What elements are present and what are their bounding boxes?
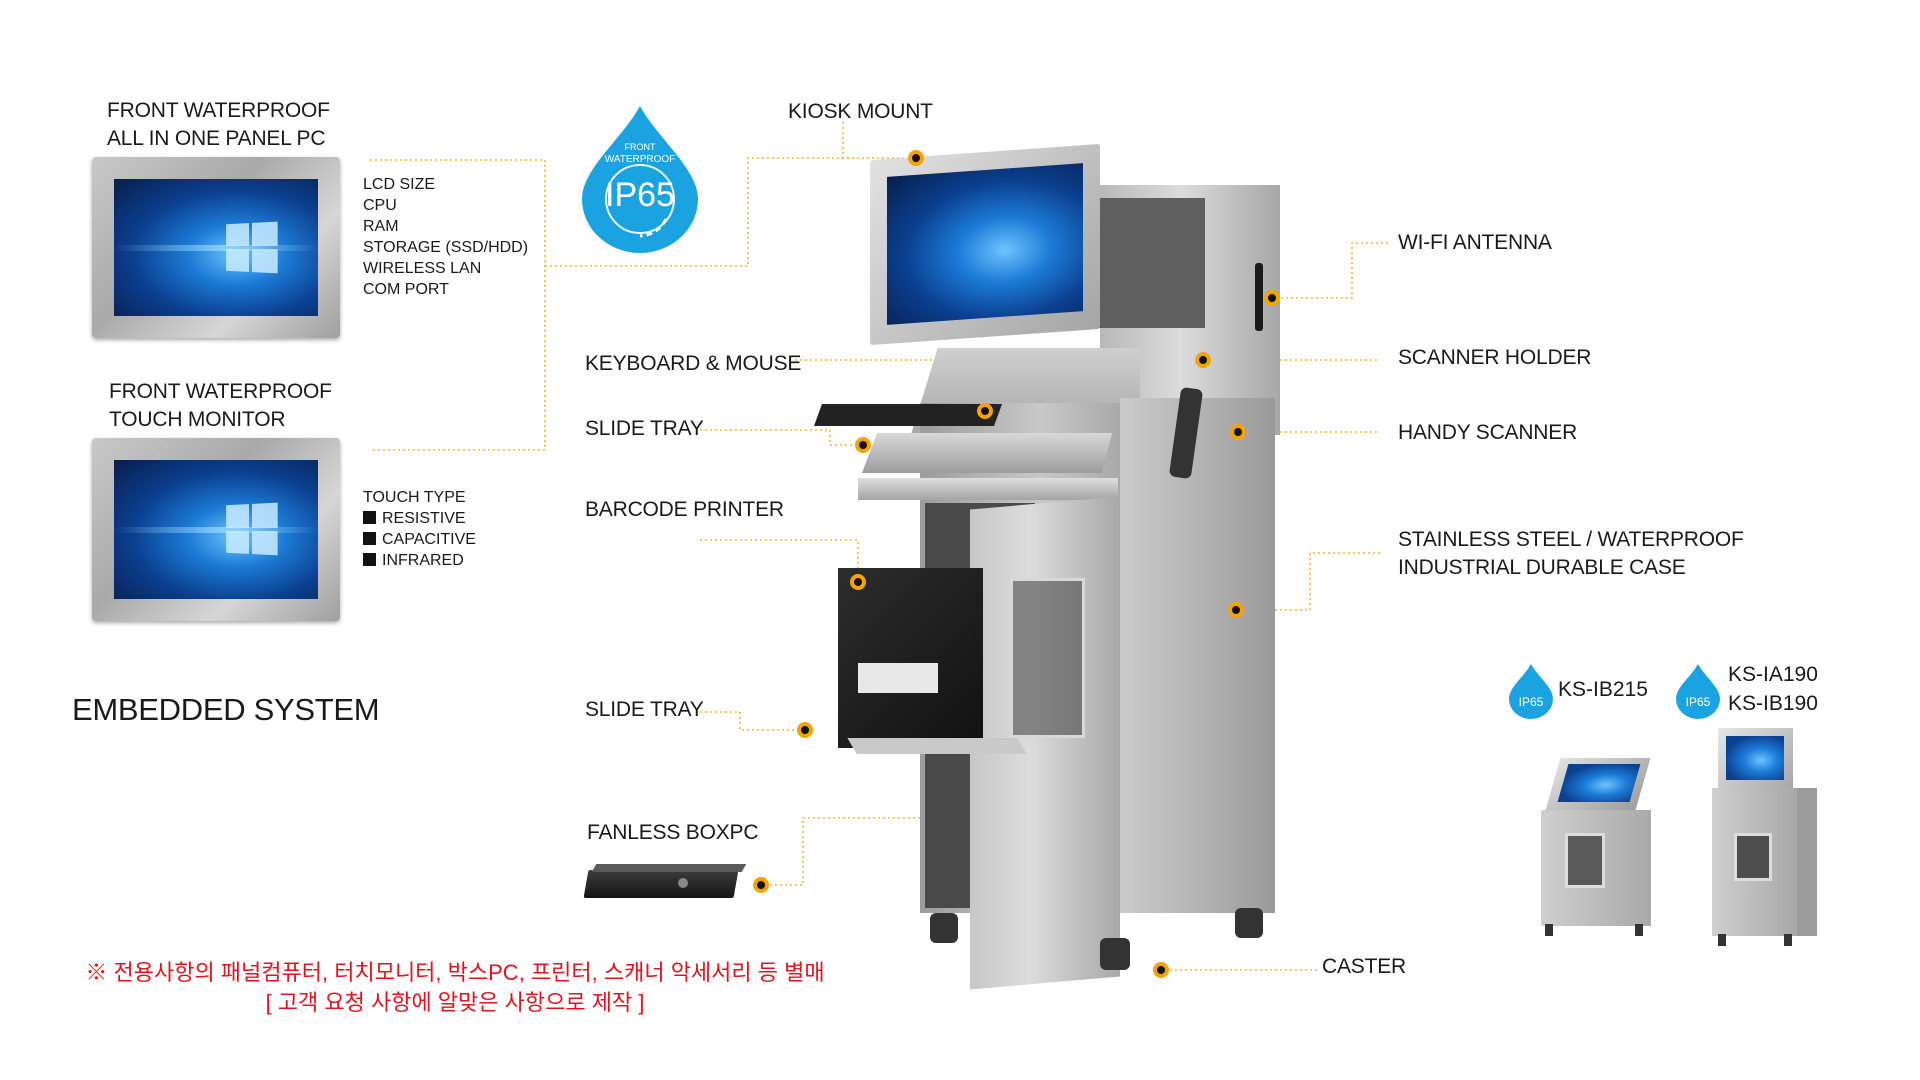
caster-label: CASTER <box>1322 955 1406 978</box>
embedded-system-heading: EMBEDDED SYSTEM <box>72 692 380 727</box>
model-2-ip65-badge-icon: IP65 <box>1676 664 1720 719</box>
square-bullet-icon <box>363 553 376 566</box>
case-label-line2: INDUSTRIAL DURABLE CASE <box>1398 556 1686 580</box>
fanless-boxpc-label: FANLESS BOXPC <box>587 821 759 844</box>
touch-monitor-title: FRONT WATERPROOF TOUCH MONITOR <box>109 378 332 435</box>
callout-dot-scanner-holder <box>1195 352 1211 368</box>
callout-dot-barcode-printer <box>850 574 866 590</box>
touch-monitor-title-line1: FRONT WATERPROOF <box>109 380 332 403</box>
svg-text:IP65: IP65 <box>1686 695 1711 709</box>
square-bullet-icon <box>363 532 376 545</box>
kiosk-mount-label: KIOSK MOUNT <box>788 100 933 123</box>
spec-com-port: COM PORT <box>363 281 449 298</box>
spec-wireless-lan: WIRELESS LAN <box>363 260 482 277</box>
model-1-kiosk-image <box>1535 758 1655 938</box>
ip65-badge-icon: FRONT WATERPROOF IP65 <box>582 106 698 253</box>
wifi-antenna-label: WI-FI ANTENNA <box>1398 231 1552 254</box>
touch-type-title: TOUCH TYPE <box>363 489 466 506</box>
callout-dot-kiosk-mount <box>908 150 924 166</box>
spec-lcd-size: LCD SIZE <box>363 176 436 193</box>
accessory-note: ※ 전용사항의 패널컴퓨터, 터치모니터, 박스PC, 프린터, 스캐너 악세서… <box>80 958 830 1017</box>
case-label-line1: STAINLESS STEEL / WATERPROOF <box>1398 528 1744 551</box>
fanless-boxpc-image <box>583 864 747 902</box>
panel-pc-title: FRONT WATERPROOF ALL IN ONE PANEL PC <box>107 97 330 154</box>
callout-dot-fanless-boxpc <box>753 877 769 893</box>
touch-spec-list: TOUCH TYPE RESISTIVE CAPACITIVE INFRARED <box>363 487 476 571</box>
touch-monitor-screen <box>114 460 318 599</box>
badge-waterproof-text: WATERPROOF <box>605 154 676 165</box>
callout-dot-caster <box>1153 962 1169 978</box>
accessory-note-line1: ※ 전용사항의 패널컴퓨터, 터치모니터, 박스PC, 프린터, 스캐너 악세서… <box>85 960 825 985</box>
case-label: STAINLESS STEEL / WATERPROOF INDUSTRIAL … <box>1398 526 1744 583</box>
accessory-note-line2: [ 고객 요청 사항에 알맞은 사항으로 제작 ] <box>265 989 645 1015</box>
model-1-name: KS-IB215 <box>1558 678 1648 701</box>
slide-tray-top-label: SLIDE TRAY <box>585 417 704 440</box>
scanner-holder-label: SCANNER HOLDER <box>1398 346 1592 369</box>
touch-type-infrared: INFRARED <box>363 550 476 571</box>
callout-dot-case <box>1228 602 1244 618</box>
callout-dot-keyboard <box>977 403 993 419</box>
slide-tray-bottom-label: SLIDE TRAY <box>585 698 704 721</box>
panel-pc-screen <box>114 179 318 316</box>
windows-logo-icon <box>226 503 278 556</box>
touch-monitor-title-line2: TOUCH MONITOR <box>109 408 286 432</box>
badge-rating-text: IP65 <box>605 176 675 214</box>
callout-dot-slide-tray-top <box>855 437 871 453</box>
model-2-name-line1: KS-IA190 <box>1728 663 1818 686</box>
touch-monitor-image <box>92 438 340 621</box>
model-2-name: KS-IA190 KS-IB190 <box>1728 660 1818 719</box>
model-1-ip65-badge-icon: IP65 <box>1509 664 1553 719</box>
kiosk-illustration <box>790 143 1290 998</box>
spec-ram: RAM <box>363 218 399 235</box>
barcode-printer-label: BARCODE PRINTER <box>585 498 784 521</box>
square-bullet-icon <box>363 511 376 524</box>
panel-pc-spec-list: LCD SIZE CPU RAM STORAGE (SSD/HDD) WIREL… <box>363 174 528 300</box>
panel-pc-image <box>92 157 340 338</box>
model-2-kiosk-image <box>1712 728 1822 948</box>
panel-pc-title-line2: ALL IN ONE PANEL PC <box>107 127 326 151</box>
touch-type-resistive: RESISTIVE <box>363 508 476 529</box>
model-2-name-line2: KS-IB190 <box>1728 692 1818 716</box>
callout-dot-slide-tray-bottom <box>797 722 813 738</box>
windows-logo-icon <box>226 221 278 274</box>
touch-type-capacitive: CAPACITIVE <box>363 529 476 550</box>
spec-cpu: CPU <box>363 197 397 214</box>
panel-pc-title-line1: FRONT WATERPROOF <box>107 99 330 122</box>
handy-scanner-label: HANDY SCANNER <box>1398 421 1578 444</box>
svg-text:IP65: IP65 <box>1519 695 1544 709</box>
callout-dot-handy-scanner <box>1230 424 1246 440</box>
callout-dot-wifi-antenna <box>1264 290 1280 306</box>
badge-front-text: FRONT <box>625 142 656 152</box>
spec-storage: STORAGE (SSD/HDD) <box>363 239 529 256</box>
keyboard-mouse-label: KEYBOARD & MOUSE <box>585 352 802 375</box>
